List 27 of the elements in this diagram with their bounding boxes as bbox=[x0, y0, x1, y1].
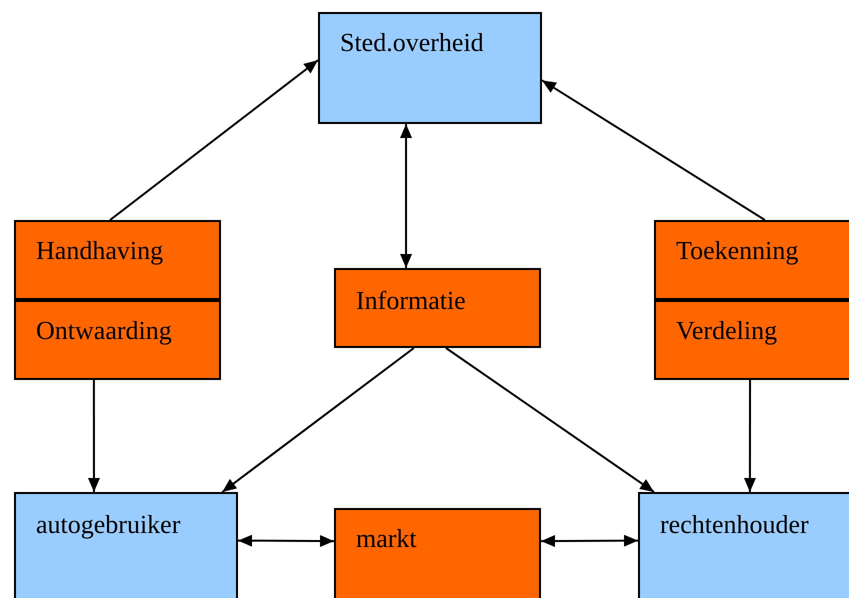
box-label: markt bbox=[356, 524, 417, 553]
process-box bbox=[334, 268, 541, 348]
box-label: Toekenning bbox=[676, 236, 798, 265]
process-box bbox=[14, 220, 221, 300]
process-box bbox=[638, 492, 849, 598]
box-label: rechtenhouder bbox=[660, 510, 809, 539]
arrow bbox=[541, 534, 638, 548]
arrow bbox=[238, 534, 334, 548]
box-label: Verdeling bbox=[676, 316, 778, 345]
box-label: Sted.overheid bbox=[340, 28, 484, 57]
arrow bbox=[222, 347, 414, 493]
box-label: Ontwaarding bbox=[36, 316, 172, 345]
arrow bbox=[744, 380, 756, 492]
arrow bbox=[400, 124, 412, 268]
arrow bbox=[445, 347, 655, 493]
arrow bbox=[88, 380, 100, 492]
arrow bbox=[109, 59, 319, 221]
process-box bbox=[654, 220, 849, 300]
process-box bbox=[14, 300, 221, 380]
process-box bbox=[334, 508, 541, 598]
process-box bbox=[14, 492, 238, 598]
box-label: autogebruiker bbox=[36, 510, 180, 539]
arrow bbox=[541, 79, 766, 221]
box-label: Handhaving bbox=[36, 236, 164, 265]
process-box bbox=[654, 300, 849, 380]
process-box bbox=[318, 12, 542, 124]
box-label: Informatie bbox=[356, 286, 466, 315]
